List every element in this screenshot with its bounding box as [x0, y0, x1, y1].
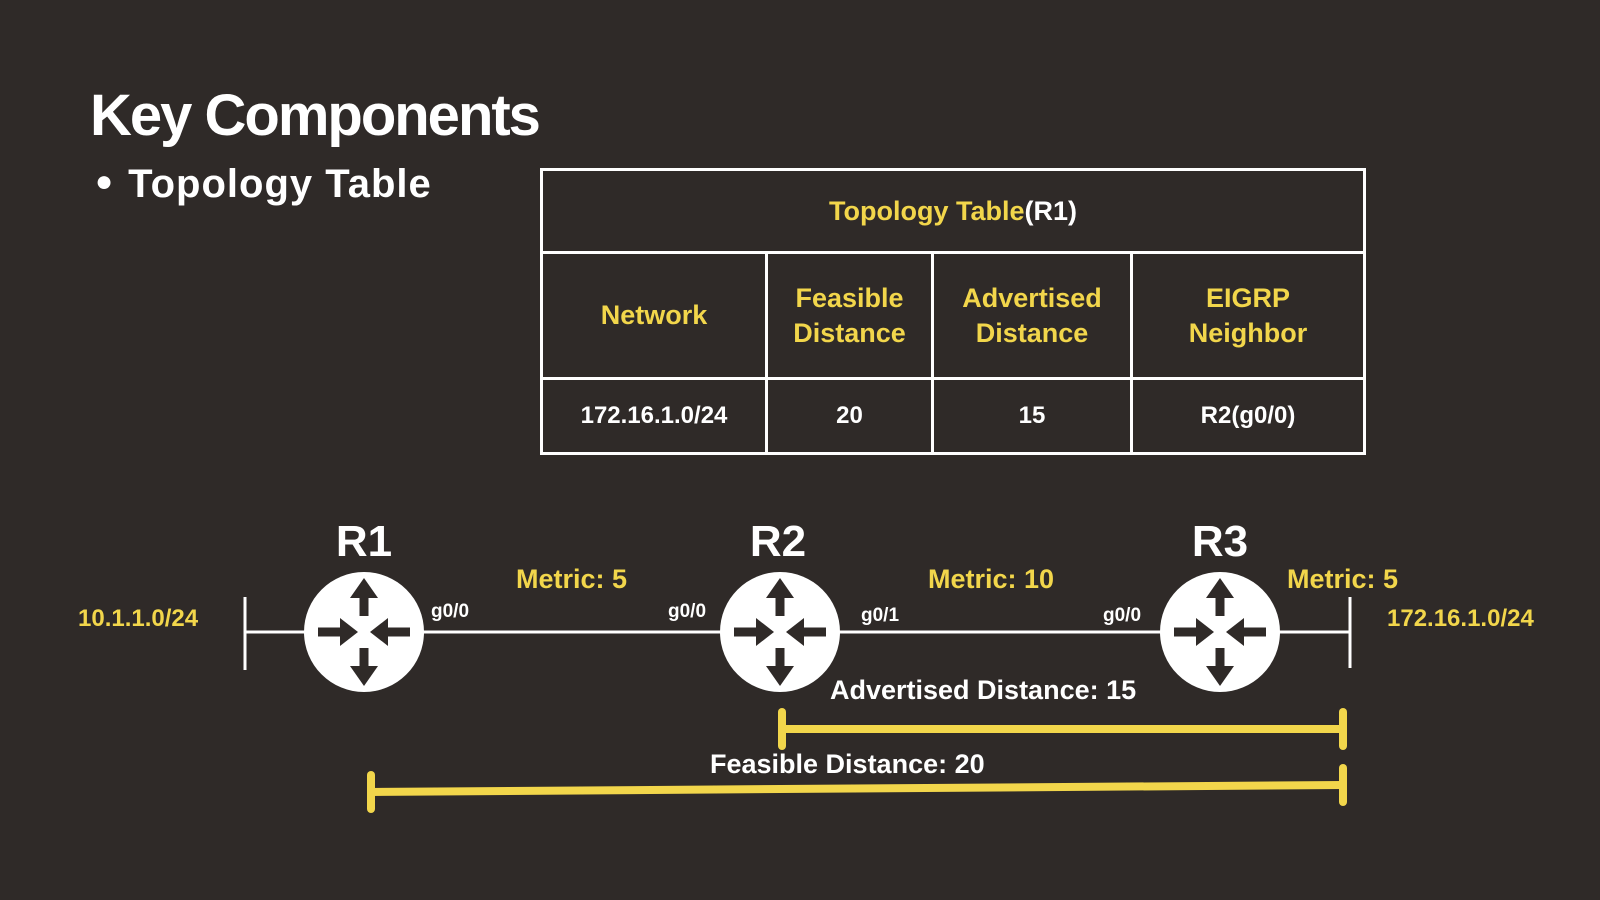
feasible-distance-bar: [367, 764, 1347, 813]
router-r2-label: R2: [750, 517, 806, 566]
header-ad-line2: Distance: [975, 317, 1089, 348]
bullet-text: Topology Table: [128, 162, 432, 206]
bullet-item: ● Topology Table: [95, 162, 432, 207]
table-header-row: Network Feasible Distance Advertised Dis…: [540, 251, 1366, 380]
table-caption-main: Topology Table: [829, 195, 1025, 226]
router-r2-icon: [720, 572, 840, 692]
interface-r2-g0-0: g0/0: [668, 601, 706, 622]
header-fd-line1: Feasible: [795, 282, 904, 313]
interface-r2-g0-1: g0/1: [861, 605, 899, 626]
cell-advertised-distance: 15: [931, 377, 1133, 455]
right-network-label: 172.16.1.0/24: [1387, 605, 1534, 632]
interface-r1-g0-0: g0/0: [431, 601, 469, 622]
header-fd-line2: Distance: [793, 317, 906, 348]
table-caption-row: Topology Table(R1): [540, 168, 1366, 254]
interface-r3-g0-0: g0/0: [1103, 605, 1141, 626]
feasible-distance-label: Feasible Distance: 20: [710, 749, 985, 779]
metric-r3-network: Metric: 5: [1287, 564, 1398, 594]
header-network-line1: Network: [600, 300, 708, 330]
cell-network: 172.16.1.0/24: [540, 377, 768, 455]
topology-table: Topology Table(R1) Network Feasible Dist…: [540, 168, 1366, 455]
router-r3-icon: [1160, 572, 1280, 692]
advertised-distance-bar: [778, 708, 1347, 750]
cell-feasible-distance: 20: [765, 377, 934, 455]
metric-r1-r2: Metric: 5: [516, 564, 627, 594]
advertised-distance-label: Advertised Distance: 15: [830, 675, 1136, 705]
header-eigrp-neighbor: EIGRP Neighbor: [1130, 251, 1366, 380]
metric-r2-r3: Metric: 10: [928, 564, 1054, 594]
table-caption-suffix: (R1): [1024, 195, 1078, 226]
header-neighbor-line1: EIGRP: [1205, 282, 1291, 313]
router-r1-label: R1: [336, 517, 392, 566]
header-ad-line1: Advertised: [962, 282, 1102, 313]
bullet-dot-icon: ●: [95, 165, 115, 198]
header-feasible-distance: Feasible Distance: [765, 251, 934, 380]
page-title: Key Components: [90, 83, 541, 148]
header-network: Network: [540, 251, 768, 380]
header-neighbor-line2: Neighbor: [1188, 317, 1308, 348]
router-r3-label: R3: [1192, 517, 1248, 566]
router-r1-icon: [304, 572, 424, 692]
table-row: 172.16.1.0/24 20 15 R2(g0/0): [540, 377, 1366, 455]
table-caption: Topology Table(R1): [540, 168, 1366, 254]
cell-eigrp-neighbor: R2(g0/0): [1130, 377, 1366, 455]
header-advertised-distance: Advertised Distance: [931, 251, 1133, 380]
left-network-label: 10.1.1.0/24: [78, 605, 199, 632]
